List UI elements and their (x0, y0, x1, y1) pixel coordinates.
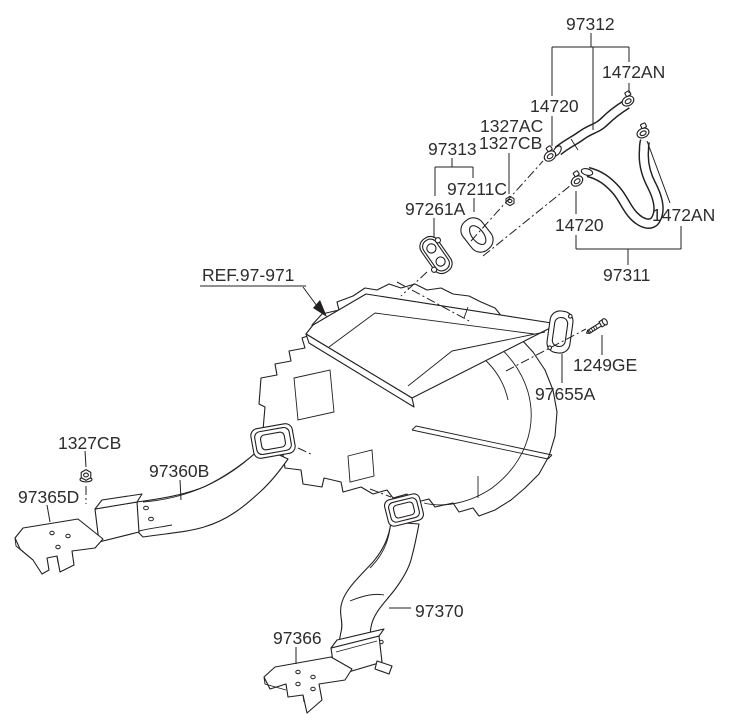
callout-97313[interactable]: 97313 (428, 139, 477, 159)
callout-1472an-bottom[interactable]: 1472AN (652, 205, 715, 225)
callout-14720-top[interactable]: 14720 (530, 96, 579, 116)
ref-panel-drawing (305, 293, 559, 408)
callout-97655a[interactable]: 97655A (535, 384, 596, 404)
callout-leader-lines (46, 33, 682, 664)
callout-1327cb-top[interactable]: 1327CB (479, 133, 542, 153)
duct-97370-drawing (330, 493, 425, 677)
callout-14720-bottom[interactable]: 14720 (555, 215, 604, 235)
callout-97366[interactable]: 97366 (273, 628, 322, 648)
clamp-14720-top-drawing (543, 145, 557, 162)
clamp-1472an-bottom-drawing (636, 122, 650, 139)
callout-97261a[interactable]: 97261A (405, 199, 466, 219)
callout-1327ac[interactable]: 1327AC (480, 116, 543, 136)
cover-97366-drawing (263, 656, 353, 714)
cover-97365d-drawing (14, 518, 104, 575)
duct-97360b-vent-ring (250, 423, 296, 459)
callout-1472an-top[interactable]: 1472AN (602, 62, 665, 82)
callout-97211c[interactable]: 97211C (447, 179, 507, 199)
clamp-14720-bottom-drawing (570, 170, 584, 187)
callout-1327cb-left[interactable]: 1327CB (58, 433, 121, 453)
nut-1327-drawing (505, 195, 515, 207)
hose-97311-drawing (580, 139, 664, 229)
callout-97312[interactable]: 97312 (566, 14, 615, 34)
gasket-97261a-drawing (419, 235, 453, 275)
callout-97365d[interactable]: 97365D (18, 487, 79, 507)
callout-97311[interactable]: 97311 (603, 265, 650, 285)
bolt-1249ge-drawing (586, 318, 608, 334)
seal-97655a-drawing (546, 310, 574, 354)
duct-97370-flange-ring (383, 493, 425, 527)
ref-arrowhead (313, 300, 327, 317)
ref-link-97-971[interactable]: REF.97-971 (202, 265, 294, 285)
assembly-phantom-lines (85, 160, 587, 504)
callout-1249ge[interactable]: 1249GE (573, 355, 637, 375)
duct-97360b-drawing (94, 423, 296, 543)
callout-97360b[interactable]: 97360B (149, 461, 209, 481)
callout-97370[interactable]: 97370 (415, 601, 464, 621)
nut-1327cb-left-drawing (79, 469, 93, 483)
callout-labels: 97312 1472AN 14720 1327AC 1327CB 97313 9… (18, 14, 715, 648)
